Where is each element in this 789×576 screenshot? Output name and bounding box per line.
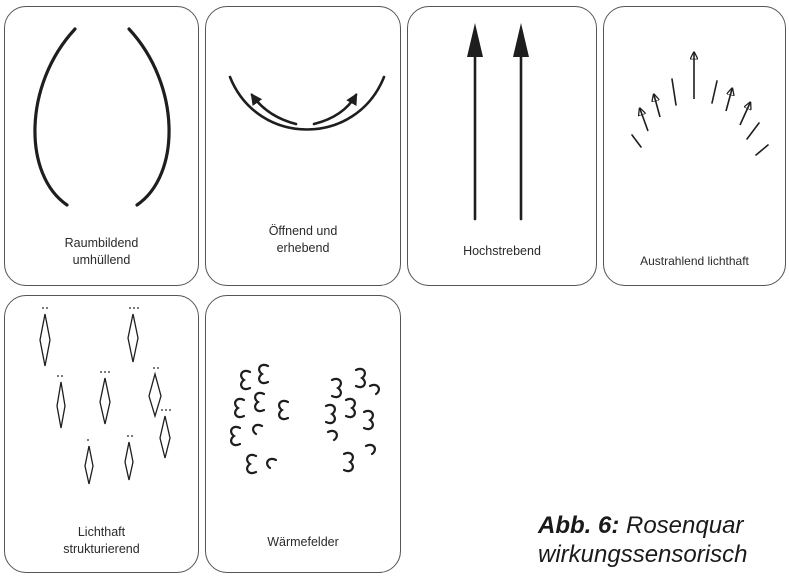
- radiating-arrows-icon: [604, 7, 786, 286]
- panel-raumbildend: Raumbildend umhüllend: [4, 6, 199, 286]
- panel-label: Austrahlend lichthaft: [604, 253, 785, 270]
- label-line-1: Raumbildend: [5, 235, 198, 252]
- label-line-1: Öffnend und: [206, 223, 400, 240]
- warmth-curls-icon: [206, 296, 401, 573]
- panel-label: Raumbildend umhüllend: [5, 235, 198, 269]
- panel-hochstrebend: Hochstrebend: [407, 6, 597, 286]
- label-line-1: Austrahlend lichthaft: [604, 253, 785, 270]
- label-line-1: Lichthaft: [5, 524, 198, 541]
- panel-label: Wärmefelder: [206, 534, 400, 551]
- label-line-2: strukturierend: [5, 541, 198, 558]
- caption-line-1: Rosenquar: [626, 512, 743, 539]
- label-line-2: umhüllend: [5, 252, 198, 269]
- panel-label: Hochstrebend: [408, 243, 596, 260]
- panel-label: Lichthaft strukturierend: [5, 524, 198, 558]
- figure-caption-line-2: wirkungssensorisch: [538, 541, 747, 569]
- panel-waermefelder: Wärmefelder: [205, 295, 401, 573]
- panel-oeffnend: Öffnend und erhebend: [205, 6, 401, 286]
- label-line-1: Wärmefelder: [206, 534, 400, 551]
- panel-lichthaft-strukturierend: Lichthaft strukturierend: [4, 295, 199, 573]
- panel-austrahlend: Austrahlend lichthaft: [603, 6, 786, 286]
- label-line-2: erhebend: [206, 240, 400, 257]
- label-line-1: Hochstrebend: [408, 243, 596, 260]
- figure-caption: Abb. 6: Rosenquar: [538, 512, 743, 540]
- figure-number: Abb. 6:: [538, 512, 619, 539]
- caption-line-2: wirkungssensorisch: [538, 541, 747, 568]
- panel-label: Öffnend und erhebend: [206, 223, 400, 257]
